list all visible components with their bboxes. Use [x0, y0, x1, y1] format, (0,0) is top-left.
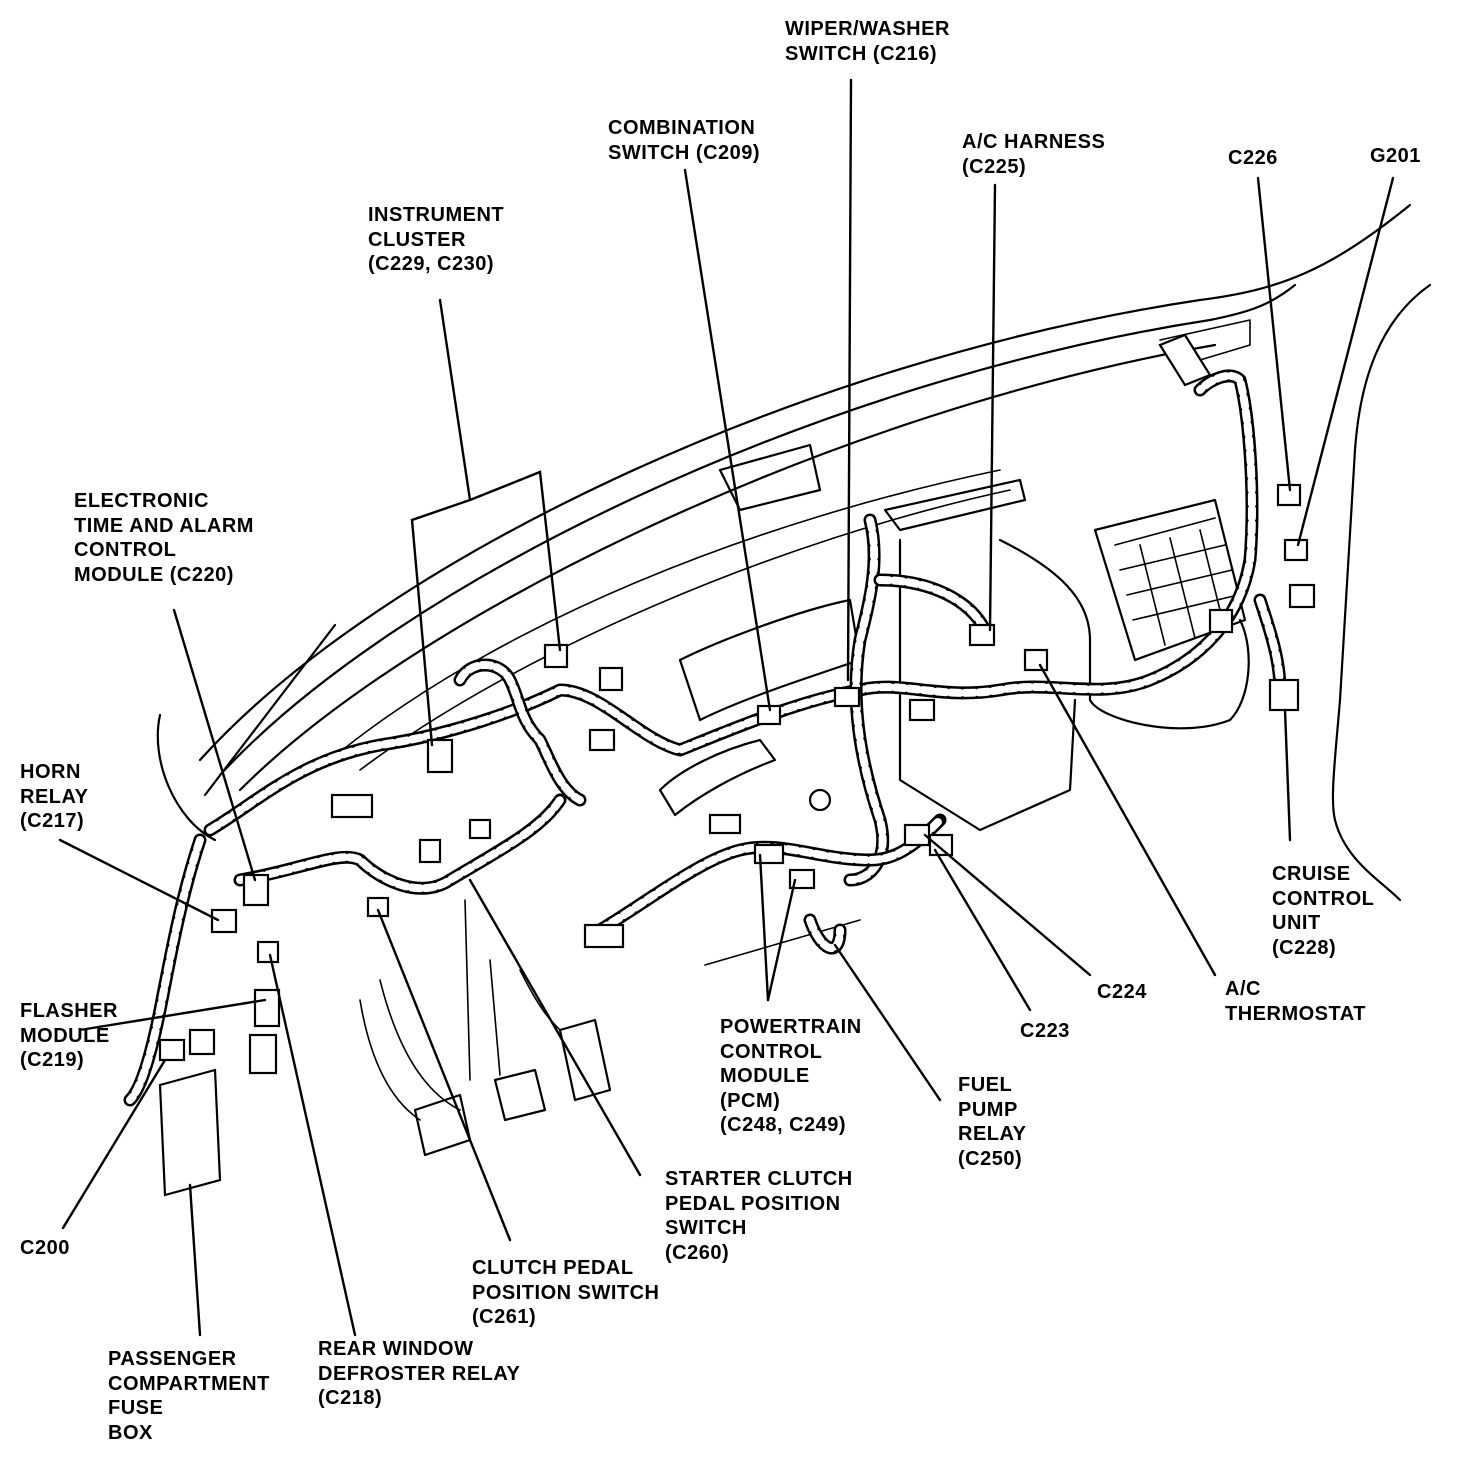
connector-c248: [788, 868, 816, 890]
wiring-harness: [123, 369, 1287, 1107]
label-c223: C223: [1020, 1020, 1070, 1042]
ground-eyelet: [808, 788, 832, 812]
connector-dash-mid: [588, 728, 616, 752]
connector-pcm-a: [708, 813, 742, 835]
label-g201: G201: [1370, 145, 1421, 167]
connector-right-mid: [908, 698, 936, 722]
connector-right-upper: [1288, 583, 1316, 609]
connector-flasher-lower: [248, 1033, 278, 1075]
connector-c220-area: [418, 838, 442, 864]
leader-lines: [58, 78, 1395, 1337]
connector-ac-thermostat: [1023, 648, 1049, 672]
connector-c200: [158, 1038, 186, 1062]
dashboard-outline: [156, 203, 1432, 1157]
connector-c216: [833, 686, 861, 708]
connector-c228: [1268, 678, 1300, 712]
connector-c261: [366, 896, 390, 918]
connector-c217: [210, 908, 238, 934]
connector-c219: [253, 988, 281, 1028]
connector-pcm-b: [753, 843, 785, 865]
connector-c218: [256, 940, 280, 964]
label-ac-harness: A/C HARNESS(C225): [962, 131, 1106, 178]
connector-c229: [543, 643, 569, 669]
passenger-fuse-box-body: [158, 1068, 222, 1197]
connector-hvac-side: [1208, 608, 1234, 634]
label-c226: C226: [1228, 147, 1278, 169]
bracket-right: [1158, 333, 1212, 387]
connector-c230: [598, 666, 624, 692]
connector-g201: [1283, 538, 1309, 562]
connector-fuse-top: [188, 1028, 216, 1056]
label-c224: C224: [1097, 981, 1147, 1003]
connectors: [158, 333, 1316, 1197]
connector-small: [468, 818, 492, 840]
connector-pcm-c: [583, 923, 625, 949]
connector-c223: [928, 833, 954, 857]
connector-c225: [968, 623, 996, 647]
connector-left-mid: [330, 793, 374, 819]
label-c200: C200: [20, 1237, 70, 1259]
